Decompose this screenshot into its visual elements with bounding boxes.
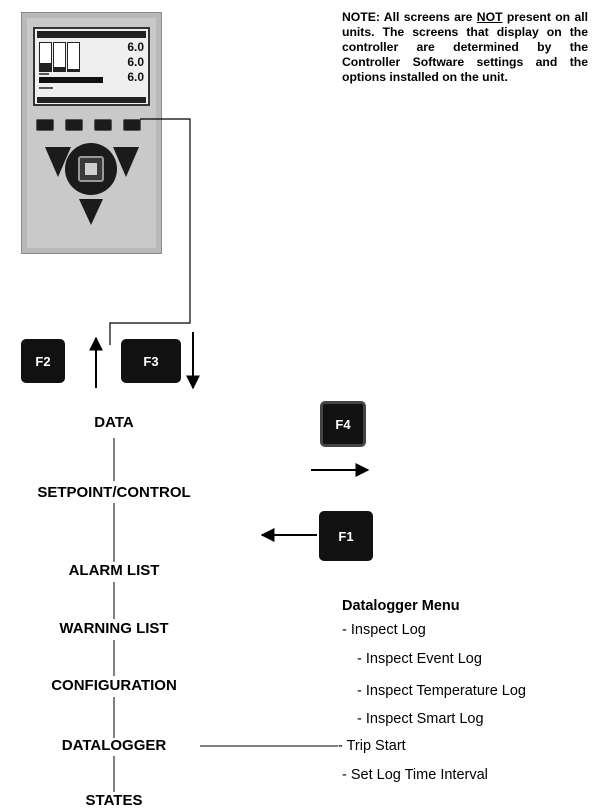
display-gauge <box>39 42 52 72</box>
note-emphasis: NOT <box>476 10 503 24</box>
f2-key[interactable]: F2 <box>21 339 65 383</box>
controller-display: 6.0 6.0 6.0 <box>33 27 150 106</box>
menu-item-datalogger: DATALOGGER <box>61 737 167 754</box>
menu-item-configuration: CONFIGURATION <box>51 677 177 694</box>
display-indicator <box>39 73 49 75</box>
menu-item-alarm-list: ALARM LIST <box>68 562 160 579</box>
gauge-fill <box>68 69 79 71</box>
display-readout: 6.0 <box>127 55 144 69</box>
device-navigation-pad <box>45 143 139 225</box>
nav-enter-key-glyph <box>85 163 97 175</box>
menu-item-states: STATES <box>85 792 143 809</box>
note-suffix: present on all units. The screens that d… <box>342 10 588 84</box>
datalogger-menu-item: - Set Log Time Interval <box>342 767 488 783</box>
menu-item-setpoint-control: SETPOINT/CONTROL <box>37 484 191 501</box>
connector-line <box>109 118 191 345</box>
display-readout: 6.0 <box>127 40 144 54</box>
display-readout: 6.0 <box>127 70 144 84</box>
display-softkey-bar <box>37 97 146 103</box>
nav-down-key-shape <box>79 199 103 225</box>
device-softkey <box>65 119 83 131</box>
display-header-bar <box>37 31 146 38</box>
device-softkey <box>36 119 54 131</box>
datalogger-menu-item: - Inspect Event Log <box>357 651 482 667</box>
nav-right-key-shape <box>113 147 139 177</box>
device-softkey <box>94 119 112 131</box>
note-text: NOTE: All screens are NOT present on all… <box>342 10 588 85</box>
controller-device-image: 6.0 6.0 6.0 <box>21 12 162 254</box>
f3-key[interactable]: F3 <box>121 339 181 383</box>
device-softkey <box>123 119 141 131</box>
f1-key[interactable]: F1 <box>319 511 373 561</box>
note-prefix: NOTE: All screens are <box>342 10 477 24</box>
display-status-bar <box>39 77 103 83</box>
display-indicator <box>39 87 53 89</box>
display-gauge <box>53 42 66 72</box>
datalogger-menu-item: - Inspect Smart Log <box>357 711 484 727</box>
f4-key[interactable]: F4 <box>320 401 366 447</box>
datalogger-menu-item: - Trip Start <box>338 738 406 754</box>
menu-item-data: DATA <box>94 414 134 431</box>
datalogger-menu-title: Datalogger Menu <box>342 598 460 614</box>
controller-faceplate: 6.0 6.0 6.0 <box>27 18 156 248</box>
gauge-fill <box>54 67 65 71</box>
gauge-fill <box>40 63 51 71</box>
display-gauge <box>67 42 80 72</box>
nav-left-key-shape <box>45 147 71 177</box>
datalogger-menu-item: - Inspect Temperature Log <box>357 683 526 699</box>
menu-item-warning-list: WARNING LIST <box>59 620 169 637</box>
datalogger-menu-item: - Inspect Log <box>342 622 426 638</box>
